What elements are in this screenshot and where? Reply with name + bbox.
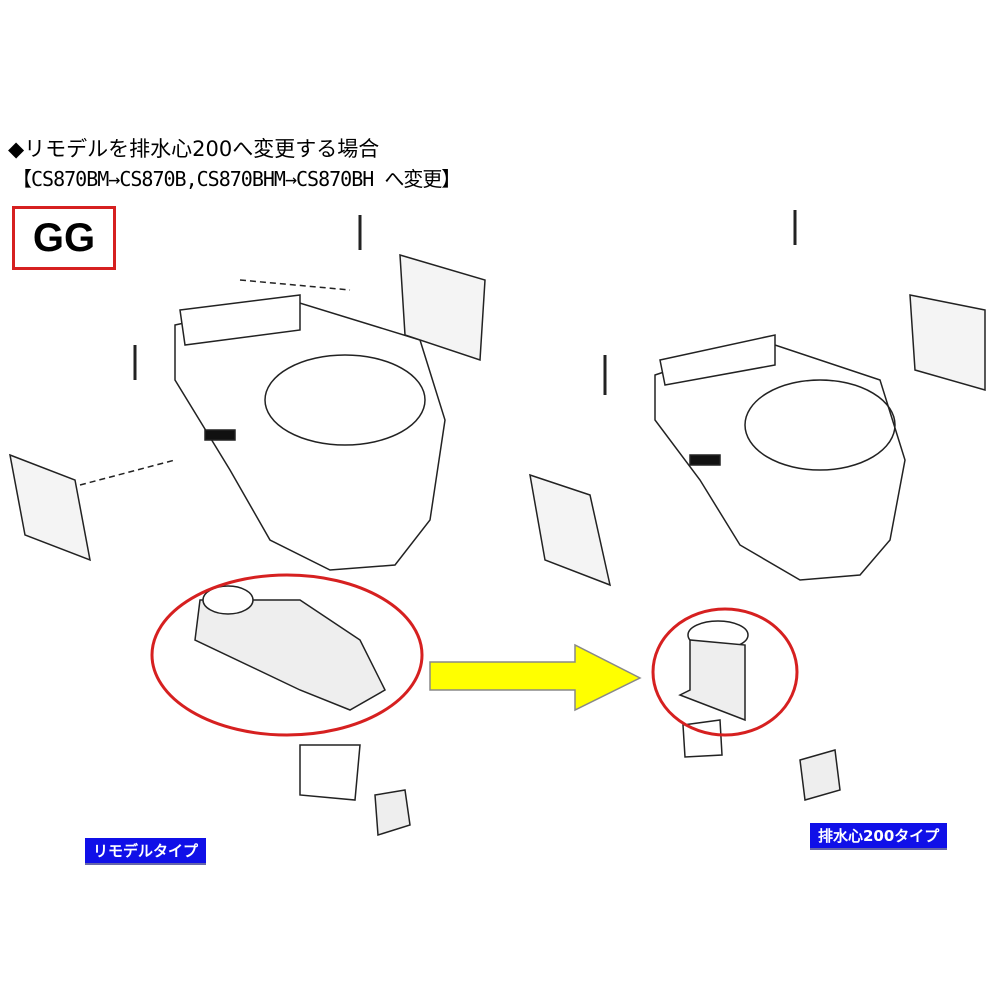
- change-arrow: [429, 643, 642, 712]
- left-toilet-assembly: [9, 215, 486, 836]
- right-toilet-assembly: [529, 210, 986, 801]
- remodel-highlight-circle: [150, 573, 424, 737]
- gg-badge: GG: [12, 206, 116, 270]
- drain200-highlight-circle: [651, 607, 799, 737]
- heading-line1: ◆リモデルを排水心200へ変更する場合: [8, 137, 380, 161]
- drain200-type-label: 排水心200タイプ: [810, 823, 948, 850]
- remodel-type-label: リモデルタイプ: [85, 838, 207, 865]
- heading-line2: 【CS870BM→CS870B,CS870BHM→CS870BH へ変更】: [12, 167, 461, 191]
